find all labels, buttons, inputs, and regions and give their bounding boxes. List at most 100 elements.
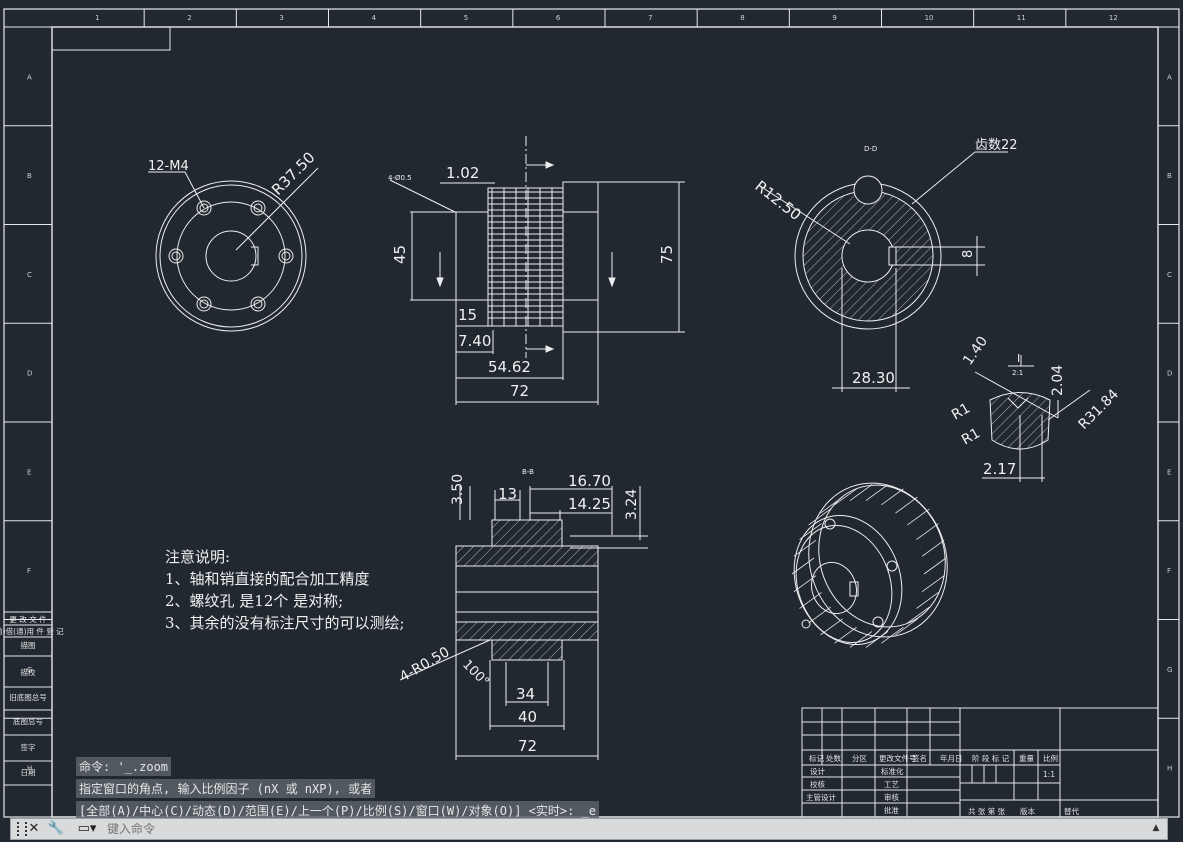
dim-r1-b: R1 (959, 425, 983, 448)
tb-h-docno: 更改文件号 (879, 753, 917, 763)
zone-row-label-right: B (1167, 172, 1172, 180)
tb-h-count: 处数 (826, 753, 841, 763)
dim-r31-84: R31.84 (1076, 386, 1123, 433)
side-label: (前)借(通)用 件 登 记 (0, 626, 64, 636)
tb-h-zone: 分区 (852, 754, 867, 763)
isometric-view (791, 482, 948, 648)
section-view-dd (759, 151, 1008, 392)
dim-34: 34 (516, 685, 535, 703)
dim-2-17: 2.17 (983, 460, 1016, 478)
zone-col-label: 3 (279, 14, 283, 22)
drag-handle[interactable] (17, 822, 27, 836)
zone-col-label: 4 (372, 14, 377, 22)
side-label: 旧底图总号 (9, 692, 47, 702)
dim-28-30: 28.30 (852, 369, 895, 387)
command-input[interactable] (107, 821, 1147, 836)
tb-check: 校核 (810, 779, 825, 789)
dim-13: 13 (498, 485, 517, 503)
zone-row-label: A (27, 73, 32, 81)
dim-3-50: 3.50 (450, 474, 466, 505)
tb-approve: 批准 (884, 805, 899, 815)
side-label: 描校 (21, 667, 36, 677)
dim-1-02: 1.02 (446, 164, 479, 182)
dim-72-bottom: 72 (518, 737, 537, 755)
dim-45: 45 (391, 245, 409, 264)
tb-standard: 标准化 (881, 766, 904, 776)
section-label-bb: B-B (522, 468, 534, 476)
zone-row-label-right: H (1167, 765, 1172, 773)
tb-h-sign: 签名 (912, 753, 927, 763)
dim-3-24: 3.24 (624, 489, 640, 520)
detail-scale: 2:1 (1012, 369, 1023, 377)
dim-r1-a: R1 (949, 400, 973, 423)
zone-col-label: 7 (648, 14, 652, 22)
side-label: 日期 (21, 768, 36, 777)
zone-col-label: 8 (740, 14, 744, 22)
title-block-texts: 标记 处数 分区 更改文件号 签名 年月日 设计 校核 主管设计 标准化 工艺 … (806, 753, 1080, 816)
zone-row-label-right: E (1167, 468, 1171, 476)
side-label: 描图 (21, 640, 36, 650)
side-view (389, 136, 685, 405)
zone-row-label: G (27, 666, 32, 674)
side-label-block (4, 611, 52, 786)
command-history: 命令: '_.zoom 指定窗口的角点, 输入比例因子 (nX 或 nXP), … (76, 757, 599, 823)
dim-2-04: 2.04 (1050, 365, 1066, 396)
dim-8: 8 (961, 250, 976, 258)
dim-14-25: 14.25 (568, 495, 611, 513)
title-block (801, 707, 1159, 818)
tb-h-mark: 标记 (809, 753, 824, 763)
dim-bore-radius: R12.50 (752, 177, 805, 224)
tb-h-date: 年月日 (940, 753, 963, 763)
side-label: 签字 (21, 742, 36, 752)
notes-block: 注意说明: 1、轴和销直接的配合加工精度 2、螺纹孔 是12个 是对称; 3、其… (165, 548, 405, 632)
tb-version: 版本 (1020, 806, 1036, 816)
tb-chief: 主管设计 (806, 792, 836, 802)
zone-col-label: 2 (187, 14, 191, 22)
close-icon[interactable]: ✕ (28, 821, 40, 836)
zone-col-label: 12 (1109, 14, 1118, 22)
zone-row-label-right: G (1167, 666, 1172, 674)
dim-40: 40 (518, 708, 537, 726)
zone-col-label: 1 (95, 14, 99, 22)
zone-row-label-right: C (1167, 271, 1172, 279)
notes-line-1: 1、轴和销直接的配合加工精度 (165, 570, 370, 588)
corner-box (51, 26, 171, 51)
wrench-icon[interactable]: 🔧 (47, 821, 65, 836)
zone-row-label-right: A (1167, 73, 1172, 81)
notes-title: 注意说明: (165, 548, 230, 566)
tb-weight: 重量 (1019, 754, 1035, 763)
zone-row-label: H (27, 765, 32, 773)
tb-scale-value: 1:1 (1043, 770, 1055, 779)
dim-54-62: 54.62 (488, 358, 531, 376)
history-line-1: 命令: '_.zoom (76, 757, 172, 776)
tb-sheet: 共 张 第 张 (968, 806, 1006, 816)
chevron-up-icon[interactable]: ▲ (1152, 823, 1160, 833)
dim-holes: 4-Ø0.5 (388, 174, 412, 182)
zone-col-label: 5 (464, 14, 468, 22)
dim-72-top: 72 (510, 382, 529, 400)
tb-process: 工艺 (884, 780, 899, 789)
detail-view-i (974, 355, 1091, 482)
dim-75: 75 (658, 245, 676, 264)
dim-7-40: 7.40 (458, 332, 491, 350)
zone-col-label: 6 (556, 14, 561, 22)
zone-col-label: 10 (925, 14, 934, 22)
section-view-bb (399, 486, 648, 760)
tb-design: 设计 (810, 766, 825, 776)
history-line-2: 指定窗口的角点, 输入比例因子 (nX 或 nXP), 或者 (76, 779, 376, 798)
zone-row-label: B (27, 172, 32, 180)
terminal-icon[interactable]: ▭▾ (77, 821, 97, 836)
dim-fillets: 4-R0.50 (397, 644, 453, 685)
dim-16-70: 16.70 (568, 472, 611, 490)
tb-review: 审核 (884, 792, 899, 802)
section-label-dd: D-D (864, 145, 877, 153)
notes-line-3: 3、其余的没有标注尺寸的可以测绘; (165, 614, 405, 632)
tb-replace: 替代 (1064, 806, 1080, 816)
zone-row-label: E (27, 468, 31, 476)
history-line-3: [全部(A)/中心(C)/动态(D)/范围(E)/上一个(P)/比例(S)/窗口… (76, 801, 599, 820)
zone-row-label: F (27, 567, 31, 575)
zone-row-label: D (27, 370, 32, 378)
side-label: 底图总号 (13, 716, 43, 726)
